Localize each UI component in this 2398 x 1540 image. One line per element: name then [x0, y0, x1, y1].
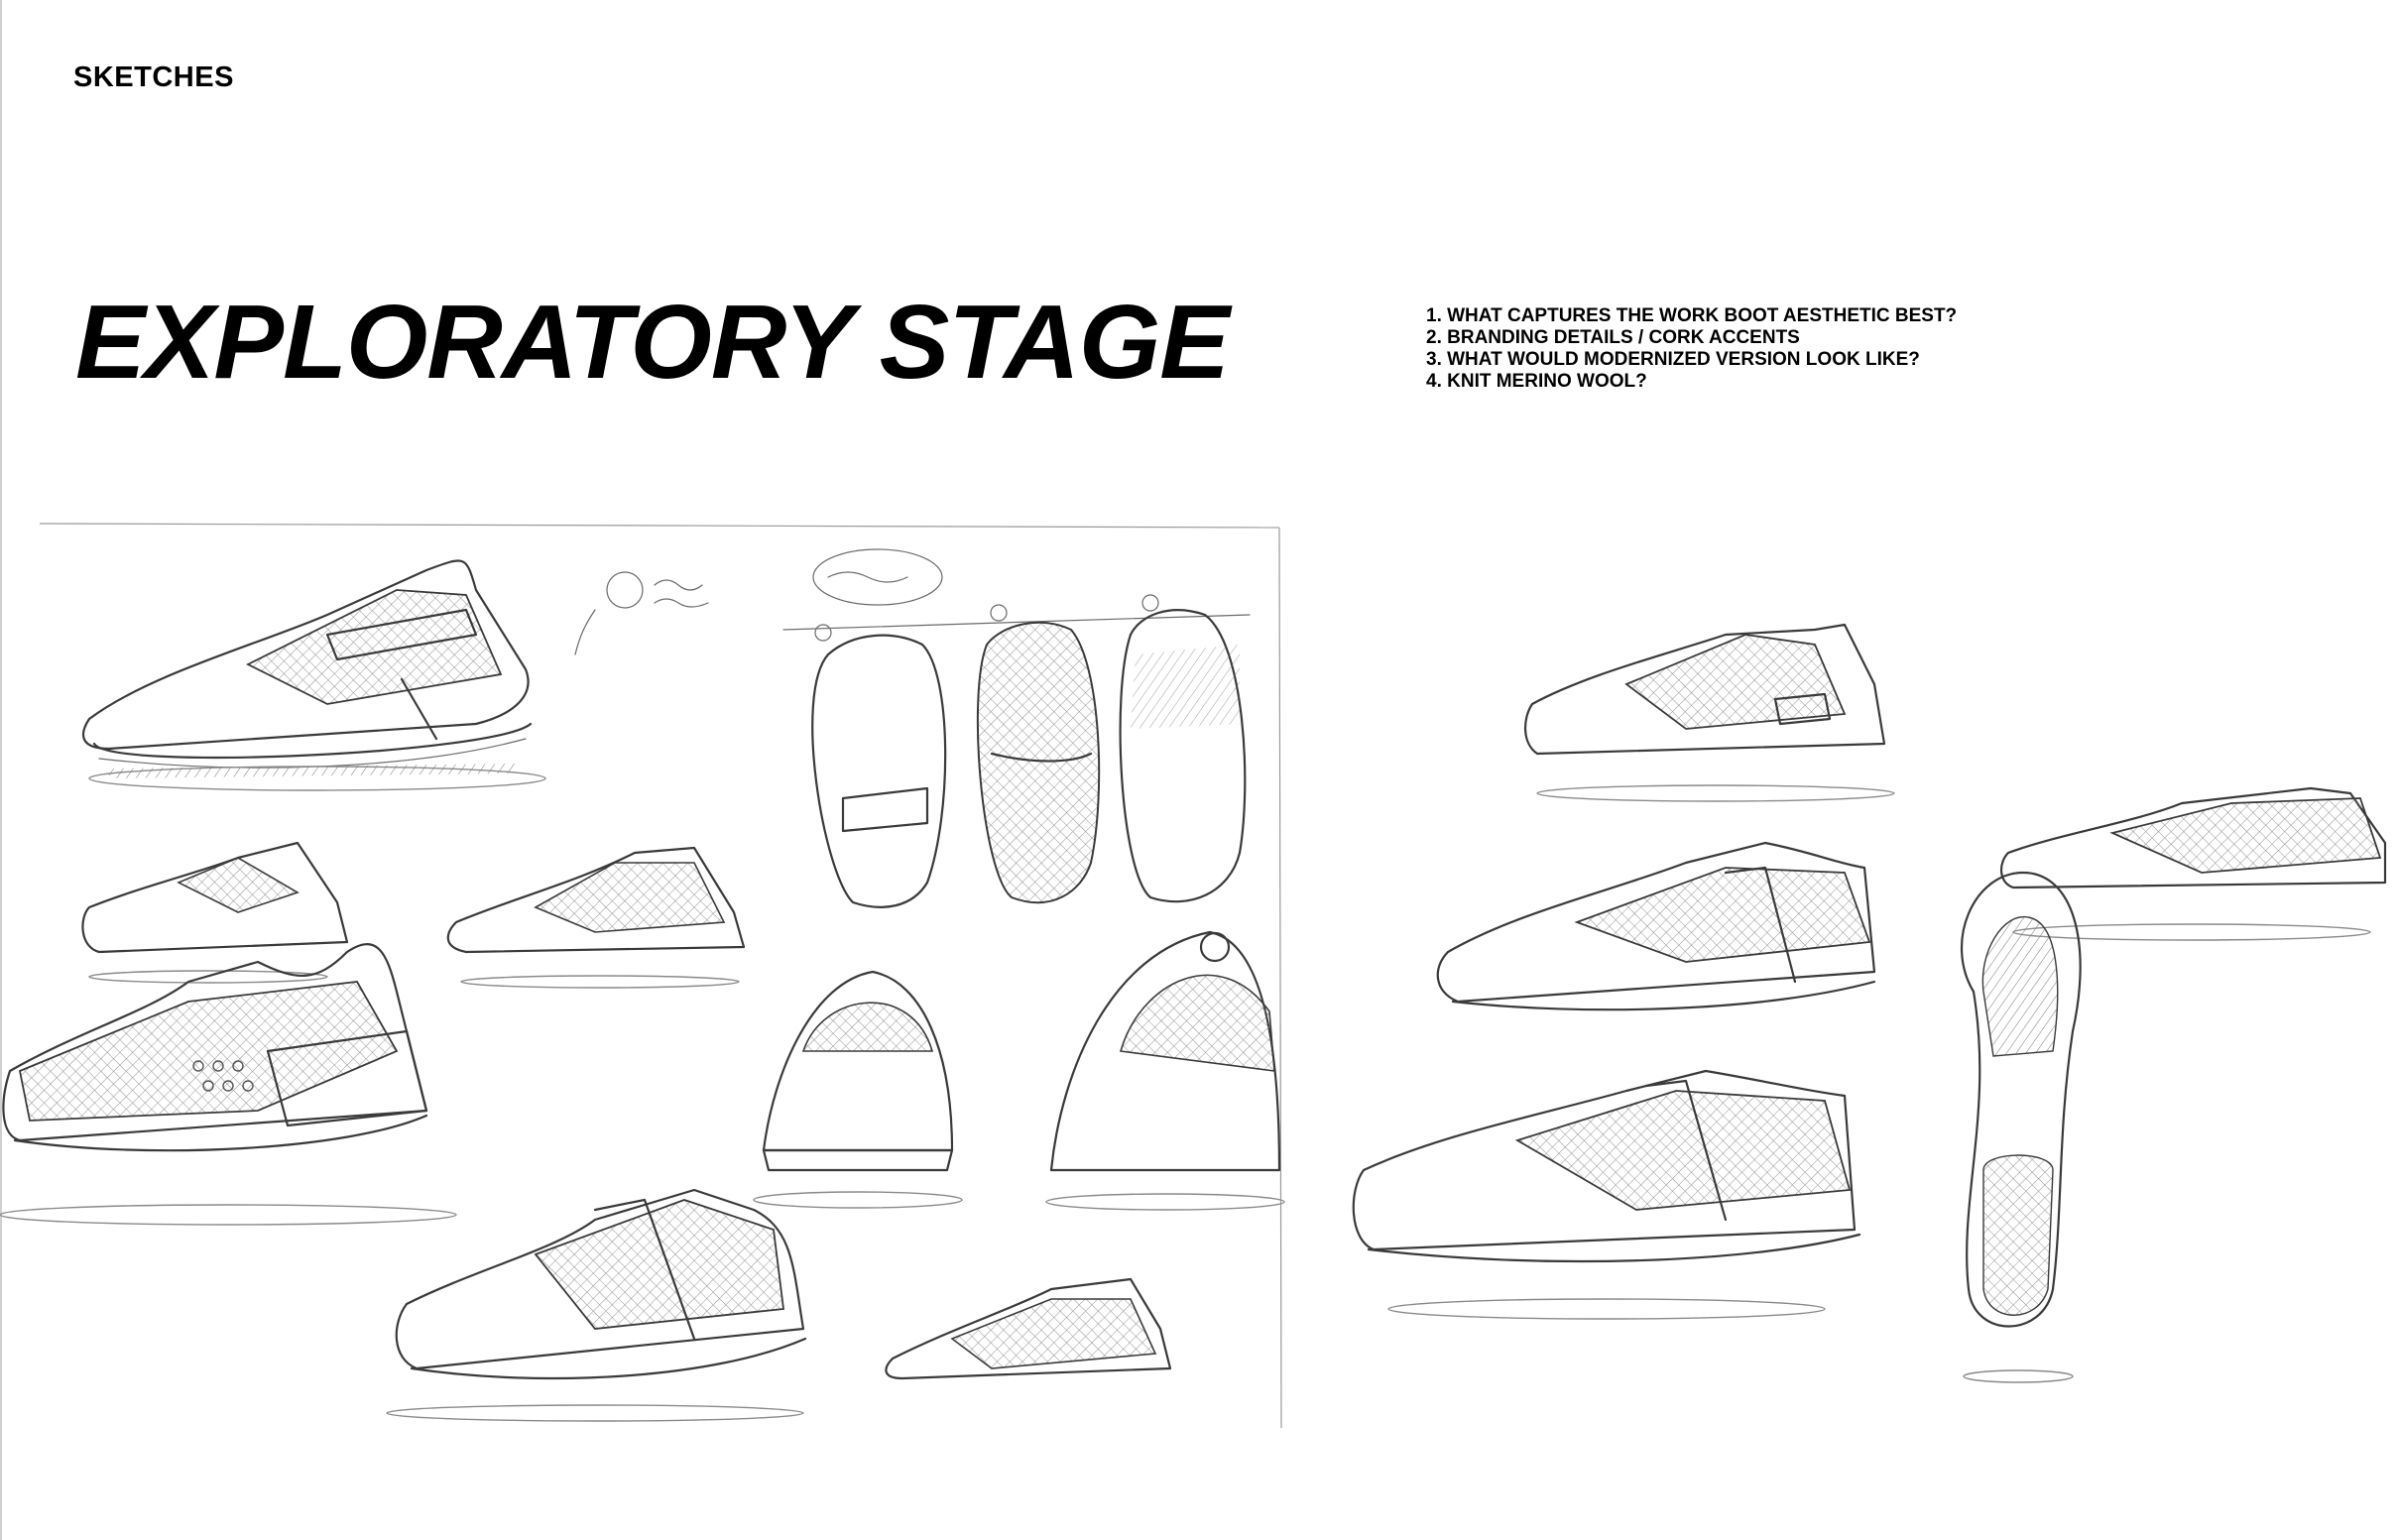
- shoe-sketch-side-large: [386, 1188, 807, 1422]
- shoe-sketch-side-large: [1436, 841, 1876, 1011]
- shoe-sketch-side-large: [81, 559, 546, 791]
- shoe-sketch-side-large: [1352, 1069, 1861, 1320]
- page-edge: [0, 0, 2, 1540]
- question-list: 1. WHAT CAPTURES THE WORK BOOT AESTHETIC…: [1426, 305, 1957, 393]
- shoe-sketch-heel-views: [753, 930, 1285, 1211]
- shoe-sketch-side-small: [446, 846, 746, 989]
- shoe-sketch-top-views: [782, 594, 1251, 908]
- question-item: 3. WHAT WOULD MODERNIZED VERSION LOOK LI…: [1426, 349, 1920, 370]
- sketch-area: [0, 516, 2398, 1507]
- shoe-sketch-side-medium: [1524, 623, 1895, 802]
- annotation-note: [574, 548, 943, 655]
- shoe-sketch-outsole: [1960, 871, 2082, 1383]
- section-label: SKETCHES: [73, 61, 234, 93]
- shoe-sketch-side-large: [0, 943, 457, 1226]
- page-title: EXPLORATORY STAGE: [75, 284, 1230, 401]
- question-item: 2. BRANDING DETAILS / CORK ACCENTS: [1426, 327, 1800, 348]
- sketch-illustration: [0, 523, 2387, 1429]
- shoe-sketch-side-small: [885, 1277, 1172, 1380]
- shoe-sketch-side-medium: [2000, 786, 2387, 941]
- shoe-sketch-side-small: [81, 841, 349, 984]
- question-item: 4. KNIT MERINO WOOL?: [1426, 371, 1647, 392]
- question-item: 1. WHAT CAPTURES THE WORK BOOT AESTHETIC…: [1426, 305, 1958, 326]
